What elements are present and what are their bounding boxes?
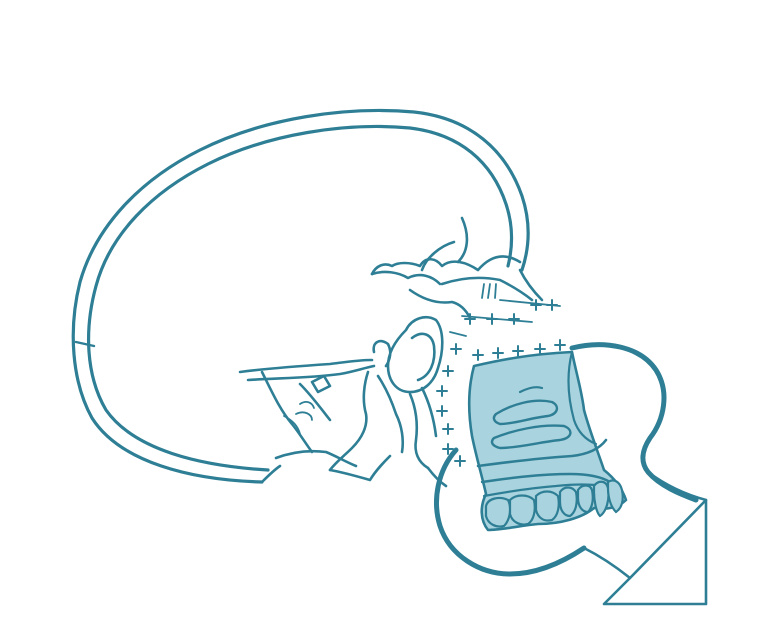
tooth-molar-3	[486, 498, 510, 527]
cranial-vault-outer	[73, 111, 528, 482]
orbit-marks	[482, 284, 496, 298]
cranial-base	[372, 218, 542, 318]
suture-line	[76, 342, 94, 346]
pterygoid-outline	[410, 388, 436, 468]
cranial-vault	[73, 111, 528, 482]
tooth-molar-2	[510, 496, 535, 525]
arrow-head-inner	[630, 500, 706, 578]
dorsum-sellae	[374, 341, 390, 366]
tooth-premolar-1	[578, 486, 593, 513]
tooth-canine	[594, 482, 609, 516]
occipital-condyle	[276, 451, 356, 466]
mastoid-outline	[262, 372, 330, 452]
styloid-region	[378, 376, 403, 452]
petrous-ridge	[240, 360, 374, 380]
occipital-base	[262, 456, 390, 482]
tooth-premolar-2	[560, 488, 577, 517]
sphenoid-wing	[372, 272, 440, 284]
external-ear-canal	[312, 376, 330, 392]
mobilized-midface-segment	[469, 352, 626, 530]
anterior-cranial-fossa	[372, 256, 520, 274]
orbital-roof	[442, 278, 532, 300]
frontal-orbit-line	[520, 270, 542, 300]
mastoid-cells	[284, 402, 314, 434]
sella-inner	[412, 334, 434, 380]
lesser-wing	[410, 290, 470, 318]
tooth-molar-1	[536, 492, 559, 521]
